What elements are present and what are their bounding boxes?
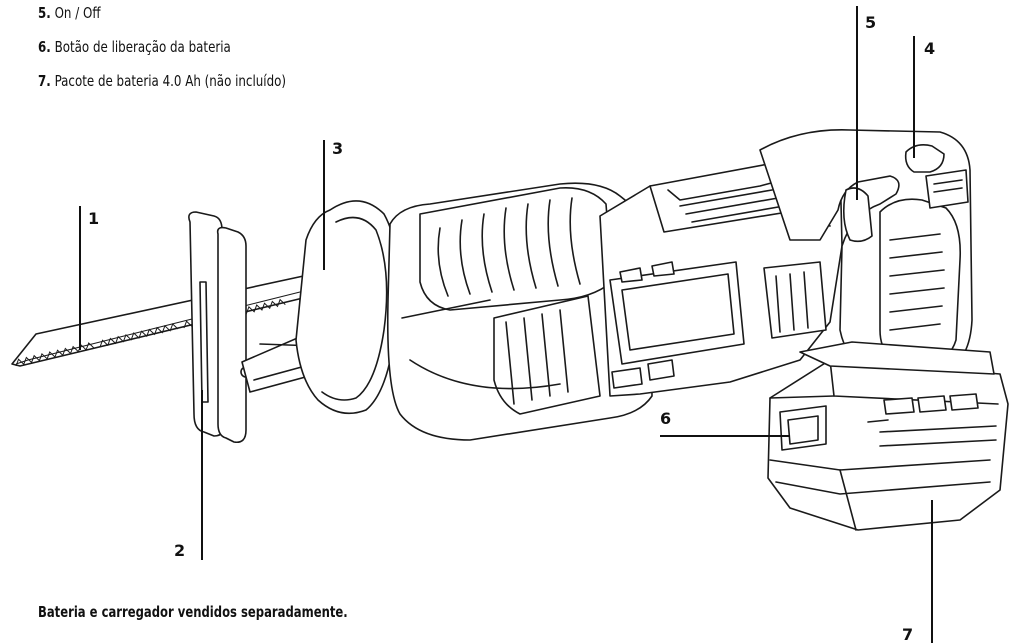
battery-release-button	[779, 405, 827, 451]
callout-lines	[79, 6, 933, 643]
footnote: Bateria e carregador vendidos separadame…	[38, 603, 348, 621]
legend-item-6: 6. Botão de liberação da bateria	[38, 38, 231, 56]
rear-handle	[759, 129, 973, 373]
callout-5: 5	[865, 13, 876, 32]
lock-button	[904, 144, 945, 173]
front-flange	[295, 200, 400, 415]
battery-pack	[767, 341, 1009, 531]
callout-1: 1	[88, 209, 99, 228]
callout-6: 6	[660, 409, 671, 428]
callout-7: 7	[902, 625, 913, 643]
reciprocating-saw-illustration	[11, 129, 1009, 531]
legend-item-5: 5. On / Off	[38, 4, 101, 22]
callout-2: 2	[174, 541, 185, 560]
main-body	[599, 159, 843, 397]
callout-3: 3	[332, 139, 343, 158]
legend-item-7: 7. Pacote de bateria 4.0 Ah (não incluíd…	[38, 72, 287, 90]
motor-housing	[386, 182, 653, 441]
callout-4: 4	[924, 39, 935, 58]
